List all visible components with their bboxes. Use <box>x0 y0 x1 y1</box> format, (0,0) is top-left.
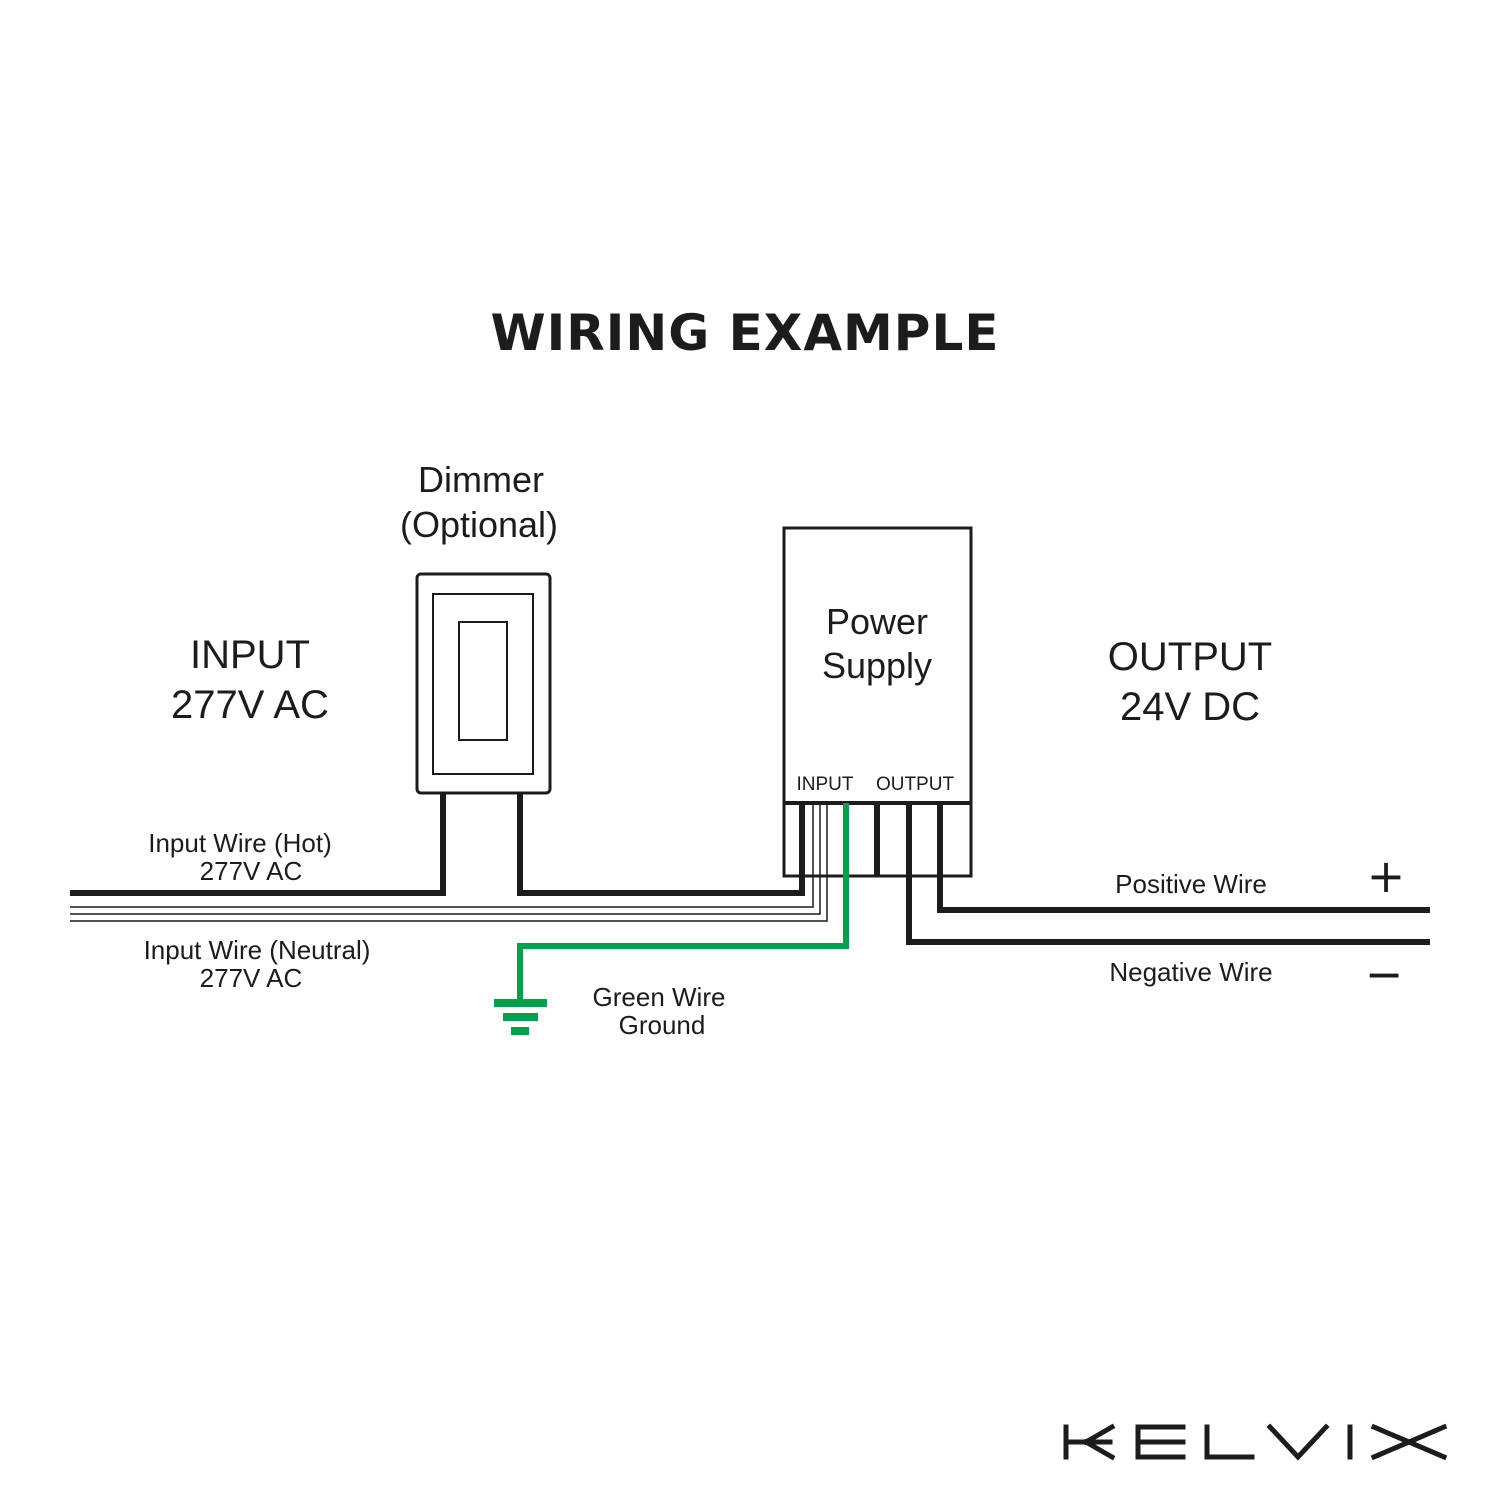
positive-sign: + <box>1367 849 1406 903</box>
dimmer-switch <box>415 572 552 795</box>
negative-sign: − <box>1365 947 1404 1001</box>
hot-wire <box>70 793 805 896</box>
ground-symbol <box>494 999 547 1035</box>
diagram-title: WIRING EXAMPLE <box>491 304 1000 362</box>
power-supply-label-line2: Supply <box>822 645 932 686</box>
neutral-wire-voltage: 277V AC <box>200 963 303 993</box>
ground-wire-label: Green Wire <box>593 982 726 1012</box>
neutral-wire-label: Input Wire (Neutral) <box>144 935 371 965</box>
power-supply-label-line1: Power <box>826 601 928 642</box>
power-supply-input-terminal-label: INPUT <box>797 774 854 795</box>
ground-wire <box>517 803 849 1000</box>
hot-wire-voltage: 277V AC <box>200 856 303 886</box>
power-supply-output-terminal-label: OUTPUT <box>876 774 955 795</box>
output-voltage: 24V DC <box>1120 685 1260 729</box>
negative-wire <box>906 803 1430 945</box>
neutral-wire <box>70 803 828 922</box>
hot-wire-label: Input Wire (Hot) <box>148 828 332 858</box>
positive-wire-label: Positive Wire <box>1115 869 1267 899</box>
kelvix-logo <box>1063 1423 1448 1461</box>
input-heading: INPUT <box>190 633 310 677</box>
input-voltage: 277V AC <box>171 683 329 727</box>
output-heading: OUTPUT <box>1108 635 1272 679</box>
positive-wire <box>937 803 1430 913</box>
dimmer-optional-label: (Optional) <box>400 504 558 545</box>
negative-wire-label: Negative Wire <box>1109 957 1272 987</box>
dimmer-label: Dimmer <box>418 459 544 500</box>
ground-wire-sublabel: Ground <box>619 1010 706 1040</box>
